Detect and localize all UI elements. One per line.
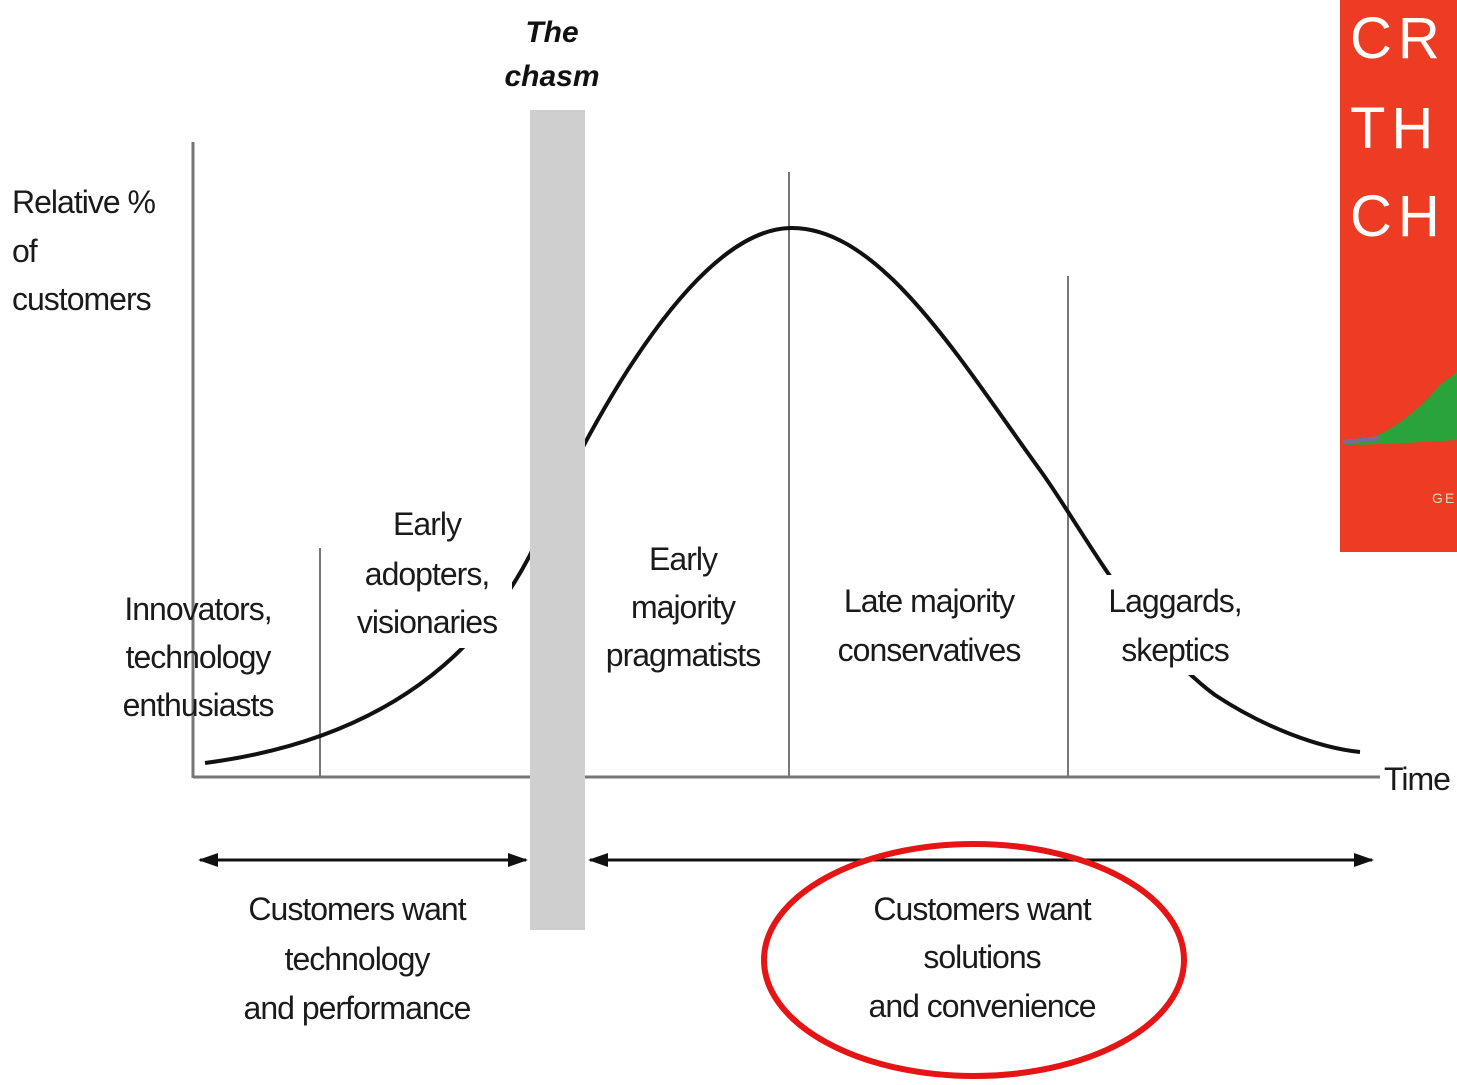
- segment-late-majority-line-2: conservatives: [838, 632, 1021, 668]
- book-cover: CR TH CH GE: [1340, 0, 1457, 552]
- segment-innovators-line-1: Innovators,: [124, 591, 271, 627]
- label-mask-laggards: [1090, 575, 1258, 675]
- segment-innovators-line-3: enthusiasts: [123, 687, 274, 723]
- chasm-bar: [530, 110, 585, 930]
- segment-early-majority-line-1: Early: [649, 541, 718, 577]
- y-axis-label-line-3: customers: [12, 281, 151, 317]
- chasm-title-line-1: The: [525, 16, 578, 49]
- chasm-title-line-2: chasm: [504, 60, 599, 93]
- segment-late-majority-line-1: Late majority: [844, 583, 1015, 619]
- left-need-line-3: and performance: [244, 990, 471, 1026]
- book-cover-line-3: CH: [1350, 184, 1446, 249]
- right-need-line-3: and convenience: [869, 988, 1096, 1024]
- label-mask-early-adopters: [340, 500, 512, 648]
- segment-early-adopters-line-2: adopters,: [365, 556, 489, 592]
- book-cover-line-1: CR: [1350, 6, 1446, 71]
- segment-laggards-line-2: skeptics: [1121, 632, 1229, 668]
- book-cover-line-2: TH: [1350, 96, 1439, 161]
- book-cover-author: GE: [1432, 490, 1456, 506]
- book-cover-baseline: [1342, 436, 1381, 444]
- segment-innovators-line-2: technology: [126, 639, 272, 675]
- highlight-ellipse: [761, 841, 1187, 1079]
- segment-early-adopters-line-1: Early: [393, 506, 462, 542]
- segment-early-adopters-line-3: visionaries: [357, 604, 497, 640]
- y-axis-label-line-1: Relative %: [12, 184, 156, 220]
- x-axis-label: Time: [1384, 761, 1450, 797]
- adoption-curve: [204, 225, 1361, 765]
- segment-early-majority-line-2: majority: [631, 589, 736, 625]
- book-cover-background: [1340, 0, 1457, 552]
- left-need-line-2: technology: [285, 941, 431, 977]
- left-need-line-1: Customers want: [248, 891, 466, 927]
- y-axis-label-line-2: of: [12, 233, 38, 269]
- segment-early-majority-line-3: pragmatists: [606, 637, 760, 673]
- segment-laggards-line-1: Laggards,: [1108, 583, 1241, 619]
- right-need-line-2: solutions: [923, 939, 1040, 975]
- right-need-line-1: Customers want: [873, 891, 1091, 927]
- book-cover-curve-icon: [1343, 372, 1457, 445]
